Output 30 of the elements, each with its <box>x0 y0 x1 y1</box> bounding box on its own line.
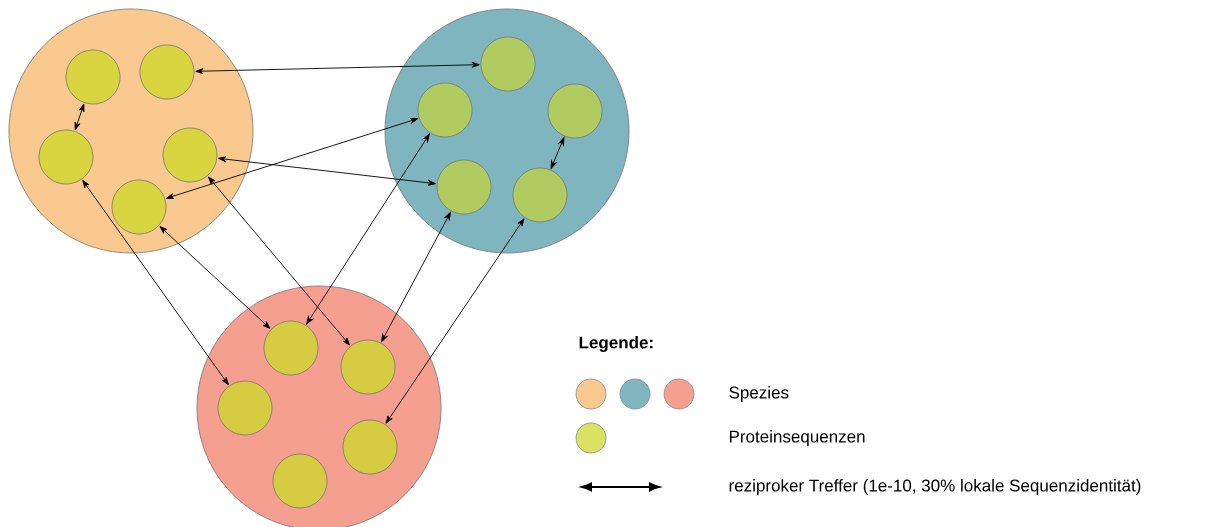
protein-circle <box>342 419 398 475</box>
arrow <box>195 61 480 75</box>
arrow <box>550 137 565 169</box>
protein-circle <box>162 127 218 183</box>
protein-circle <box>38 129 94 185</box>
protein-circle <box>436 159 492 215</box>
legend-title: Legende: <box>579 336 653 352</box>
protein-circle <box>263 320 319 376</box>
arrow <box>165 118 419 199</box>
legend-text: Spezies <box>729 386 789 402</box>
protein-circle <box>512 167 568 223</box>
legend-text: Proteinsequenzen <box>729 430 865 446</box>
arrow <box>306 133 430 325</box>
protein-circle <box>547 83 603 139</box>
protein-circle <box>65 49 121 105</box>
protein-circle <box>111 179 167 235</box>
protein-circle <box>417 82 473 138</box>
arrow <box>218 156 436 186</box>
protein-circle <box>139 44 195 100</box>
arrow <box>208 176 350 346</box>
protein-circle <box>340 339 396 395</box>
protein-circle <box>217 380 273 436</box>
arrow <box>74 103 85 131</box>
protein-circle <box>480 36 536 92</box>
legend-text: reziproker Treffer (1e-10, 30% lokale Sequenzidentität) <box>729 479 1141 495</box>
arrow <box>159 226 271 329</box>
protein-circle <box>272 453 328 509</box>
arrow <box>381 211 451 343</box>
arrow <box>82 179 229 386</box>
arrow <box>385 218 525 424</box>
